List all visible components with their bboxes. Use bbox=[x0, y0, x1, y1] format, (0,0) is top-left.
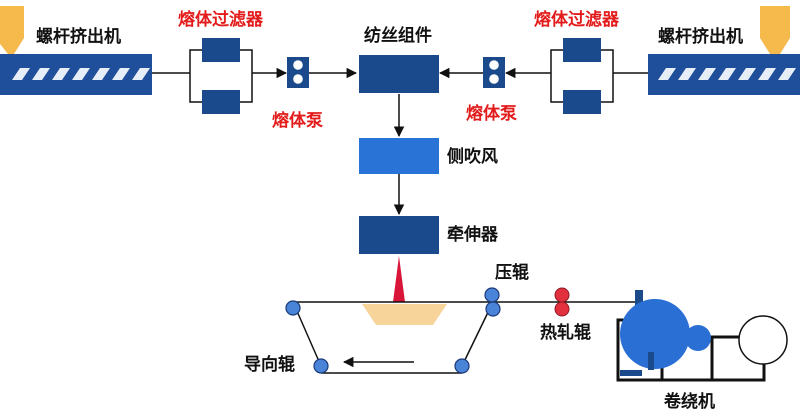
right-filter-bypass-pipe bbox=[550, 49, 614, 103]
winder-small-roll bbox=[685, 325, 711, 351]
quench-air-block bbox=[359, 138, 439, 174]
winder-drive-post bbox=[635, 290, 643, 312]
hot-roll-bottom bbox=[554, 301, 570, 317]
label-pump-right: 熔体泵 bbox=[466, 104, 517, 124]
right-hopper bbox=[760, 6, 790, 54]
left-melt-filter bbox=[189, 38, 253, 114]
winder-spare-roll bbox=[738, 315, 788, 365]
winder-foot bbox=[620, 370, 642, 376]
guide-roll-top-right bbox=[485, 301, 501, 317]
right-pump-body bbox=[483, 57, 505, 88]
guide-roll-bottom-right bbox=[454, 358, 470, 374]
hot-rolls bbox=[554, 287, 570, 317]
melt-tray bbox=[362, 304, 447, 325]
spin-pack-block bbox=[359, 55, 439, 93]
melt-flow-lines bbox=[152, 67, 648, 216]
guide-roll-bottom-left bbox=[313, 358, 329, 374]
label-winder: 卷绕机 bbox=[664, 392, 715, 412]
label-filter-left: 熔体过滤器 bbox=[178, 10, 263, 30]
label-drawing-unit: 牵伸器 bbox=[447, 225, 498, 245]
left-screw-flights bbox=[12, 68, 150, 80]
right-pump-gear-top bbox=[489, 60, 499, 70]
hot-roll-top bbox=[554, 287, 570, 303]
label-pump-left: 熔体泵 bbox=[272, 111, 323, 131]
left-melt-pump bbox=[287, 57, 309, 88]
drawing-unit-block bbox=[359, 216, 439, 254]
label-quench-air: 侧吹风 bbox=[447, 147, 498, 167]
press-roll bbox=[484, 287, 500, 303]
label-extruder-right: 螺杆挤出机 bbox=[658, 27, 743, 47]
left-pump-body bbox=[287, 57, 309, 88]
label-guide-roll: 导向辊 bbox=[244, 355, 295, 375]
right-filter-block-bottom bbox=[563, 90, 601, 114]
right-screw-flights bbox=[658, 68, 796, 80]
label-filter-right: 熔体过滤器 bbox=[534, 10, 619, 30]
fiber-cone bbox=[393, 256, 405, 302]
right-pump-gear-bottom bbox=[489, 74, 499, 84]
winder bbox=[616, 290, 788, 382]
left-pump-gear-top bbox=[293, 60, 303, 70]
left-filter-block-bottom bbox=[202, 90, 240, 114]
left-pump-gear-bottom bbox=[293, 74, 303, 84]
right-filter-block-top bbox=[563, 38, 601, 62]
label-hot-roll: 热轧辊 bbox=[540, 323, 591, 343]
winder-arm bbox=[648, 352, 654, 370]
left-filter-block-top bbox=[202, 38, 240, 62]
label-extruder-left: 螺杆挤出机 bbox=[36, 27, 121, 47]
right-melt-pump bbox=[483, 57, 505, 88]
left-extruder bbox=[0, 6, 152, 95]
right-melt-filter bbox=[550, 38, 614, 114]
left-filter-bypass-pipe bbox=[189, 49, 253, 103]
label-press-roll: 压辊 bbox=[495, 263, 529, 283]
right-extruder bbox=[648, 6, 800, 95]
label-spin-pack: 纺丝组件 bbox=[364, 26, 432, 46]
left-hopper bbox=[0, 6, 24, 54]
winder-take-up-roll bbox=[620, 299, 690, 369]
guide-rolls bbox=[285, 300, 501, 374]
guide-roll-top-left bbox=[285, 300, 301, 316]
